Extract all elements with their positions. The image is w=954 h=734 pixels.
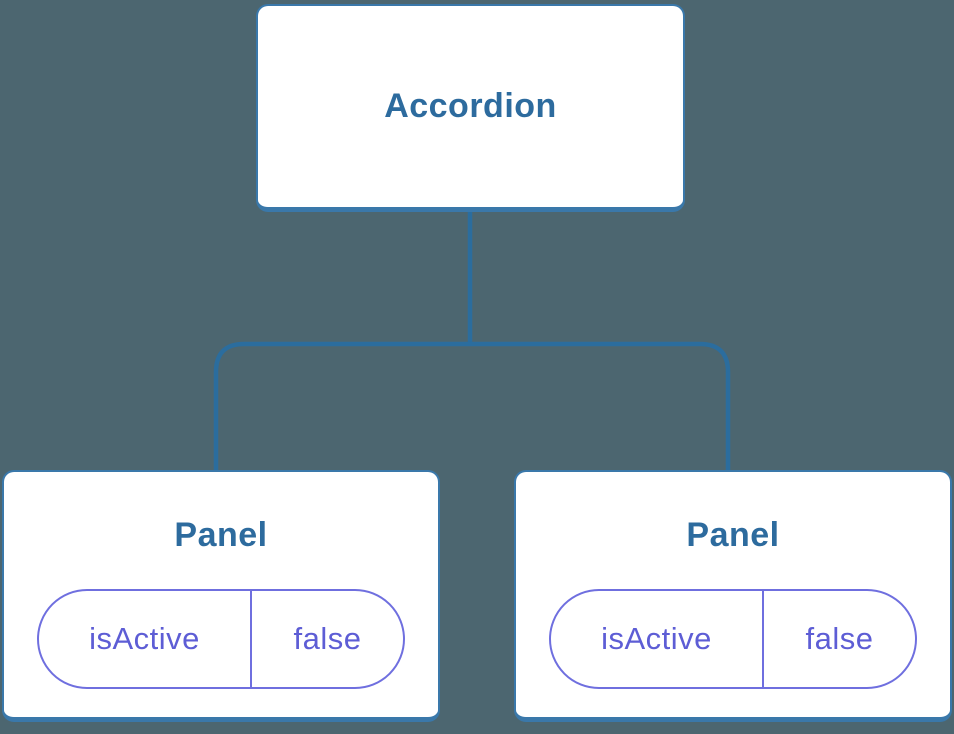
branch-bracket-line <box>213 341 731 472</box>
state-pill-left: isActive false <box>37 589 405 690</box>
state-value-right: false <box>805 621 874 657</box>
accordion-node-label: Accordion <box>384 86 557 125</box>
accordion-node: Accordion <box>256 4 685 212</box>
panel-node-right: Panel isActive false <box>514 470 952 722</box>
panel-node-right-label: Panel <box>686 516 780 554</box>
panel-node-left-label: Panel <box>174 516 268 554</box>
panel-node-left: Panel isActive false <box>2 470 440 722</box>
state-value-left: false <box>293 621 362 657</box>
state-pill-right: isActive false <box>549 589 917 690</box>
state-key-right: isActive <box>551 591 764 688</box>
state-key-left: isActive <box>39 591 252 688</box>
